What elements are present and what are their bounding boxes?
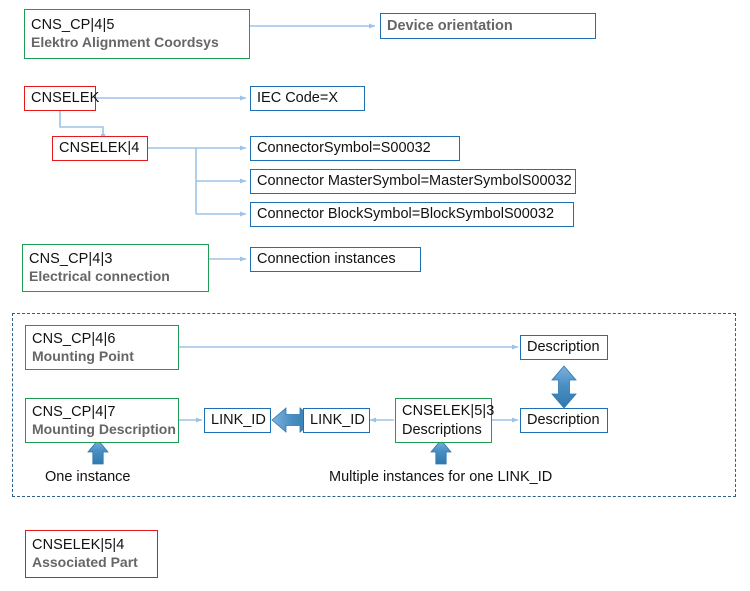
node-subtitle: Descriptions: [402, 421, 482, 438]
node-label: CNSELEK: [31, 90, 100, 107]
node-label: Connector MasterSymbol=MasterSymbolS0003…: [257, 173, 572, 190]
node-subtitle: Mounting Point: [32, 347, 134, 364]
node-label: ConnectorSymbol=S00032: [257, 140, 431, 157]
node-subtitle: Electrical connection: [29, 268, 170, 285]
mounting-group-boundary: [12, 313, 736, 497]
node-label: Device orientation: [387, 17, 513, 34]
node-label: CNSELEK|4: [59, 140, 140, 157]
node-label: Description: [527, 339, 600, 356]
node-subtitle: Associated Part: [32, 554, 138, 571]
node-title: CNS_CP|4|7: [32, 403, 116, 420]
node-title: CNS_CP|4|6: [32, 330, 116, 347]
node-subtitle: Mounting Description: [32, 420, 176, 437]
node-connection-instances[interactable]: Connection instances: [250, 247, 421, 272]
node-mounting-description[interactable]: CNS_CP|4|7 Mounting Description: [25, 398, 179, 443]
node-label: Connection instances: [257, 251, 396, 268]
node-alignment-coordsys[interactable]: CNS_CP|4|5 Elektro Alignment Coordsys: [24, 9, 250, 59]
node-label: Connector BlockSymbol=BlockSymbolS00032: [257, 206, 555, 223]
node-descriptions[interactable]: CNSELEK|5|3 Descriptions: [395, 398, 495, 443]
node-connector-block-symbol[interactable]: Connector BlockSymbol=BlockSymbolS00032: [250, 202, 574, 227]
node-label: LINK_ID: [211, 412, 266, 429]
node-connector-master-symbol[interactable]: Connector MasterSymbol=MasterSymbolS0003…: [250, 169, 576, 194]
node-label: Description: [527, 412, 600, 429]
node-title: CNSELEK|5|3: [402, 403, 495, 420]
node-label: LINK_ID: [310, 412, 365, 429]
node-title: CNS_CP|4|3: [29, 251, 113, 268]
node-title: CNSELEK|5|4: [32, 537, 125, 554]
caption-multiple-instances: Multiple instances for one LINK_ID: [329, 469, 553, 485]
node-subtitle: Elektro Alignment Coordsys: [31, 34, 219, 51]
node-device-orientation[interactable]: Device orientation: [380, 13, 596, 39]
node-associated-part[interactable]: CNSELEK|5|4 Associated Part: [25, 530, 158, 578]
node-title: CNS_CP|4|5: [31, 17, 115, 34]
node-electrical-connection[interactable]: CNS_CP|4|3 Electrical connection: [22, 244, 209, 292]
node-cnselek[interactable]: CNSELEK: [24, 86, 100, 111]
node-description-top[interactable]: Description: [520, 335, 608, 360]
node-link-id-left[interactable]: LINK_ID: [204, 408, 271, 433]
node-iec-code[interactable]: IEC Code=X: [250, 86, 365, 111]
node-link-id-right[interactable]: LINK_ID: [303, 408, 370, 433]
node-description-bottom[interactable]: Description: [520, 408, 608, 433]
node-connector-symbol[interactable]: ConnectorSymbol=S00032: [250, 136, 460, 161]
node-label: IEC Code=X: [257, 90, 339, 107]
node-mounting-point[interactable]: CNS_CP|4|6 Mounting Point: [25, 325, 179, 370]
caption-one-instance: One instance: [45, 469, 131, 485]
node-cnselek-4[interactable]: CNSELEK|4: [52, 136, 148, 161]
